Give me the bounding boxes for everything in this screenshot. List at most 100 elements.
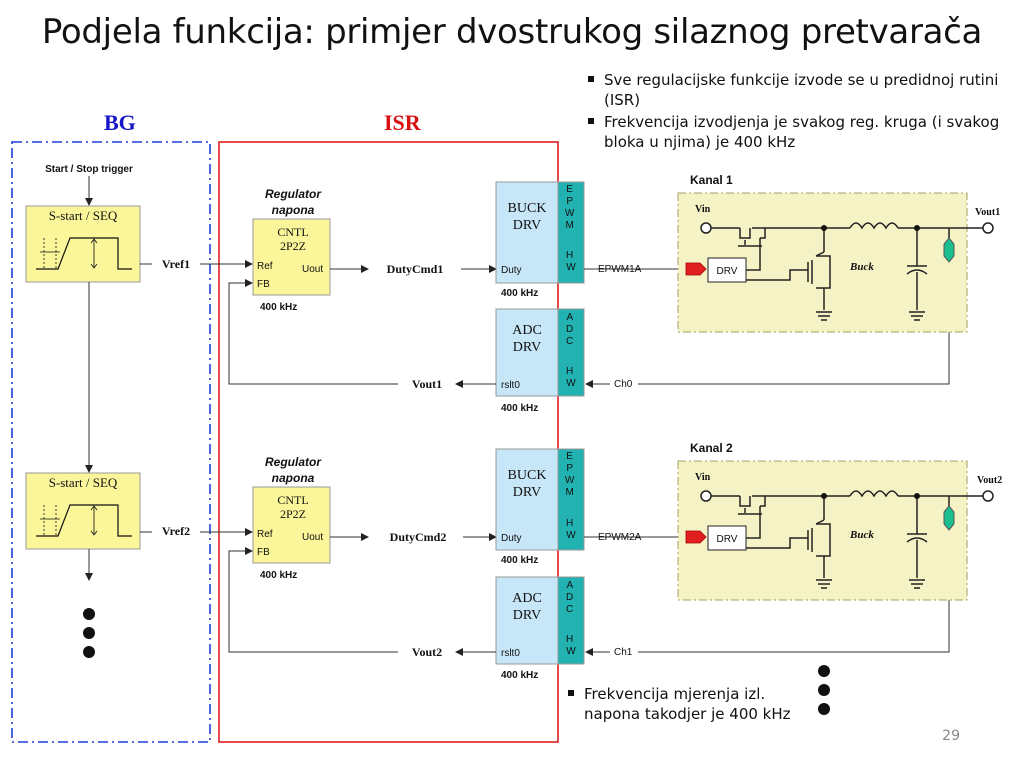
buck-drv-label-1: BUCK — [508, 468, 547, 483]
vin-label: Vin — [695, 472, 711, 483]
page-number: 29 — [942, 728, 960, 744]
isr-region-border — [218, 141, 559, 743]
adc-freq-label: 400 kHz — [501, 403, 538, 414]
bullet-measurement: Frekvencija mjerenja izl. napona takodje… — [566, 684, 798, 724]
bottom-bullet-list: Frekvencija mjerenja izl. napona takodje… — [566, 684, 798, 724]
cntl-freq-label: 400 kHz — [260, 570, 297, 581]
adc-drv-block — [495, 576, 559, 665]
sstart-label: S-start / SEQ — [49, 208, 118, 223]
vout-node-label: Vout2 — [977, 475, 1002, 486]
junction-dot — [914, 493, 920, 499]
drv-box — [707, 525, 747, 551]
bg-section-label: BG — [104, 110, 136, 135]
ch-label: Ch1 — [614, 647, 633, 658]
epwm-signal-label: EPWM1A — [598, 264, 642, 275]
ch-label-bg — [610, 377, 638, 390]
channel-2: S-start / SEQ Vref2 Regulator napona CNT… — [25, 441, 1002, 681]
junction-dot — [914, 225, 920, 231]
regulator-title-2: napona — [272, 203, 315, 217]
vref-label: Vref1 — [162, 257, 190, 271]
regulator-title-1: Regulator — [265, 187, 322, 201]
cntl-label-2: 2P2Z — [280, 239, 306, 253]
buck-freq-label: 400 kHz — [501, 288, 538, 299]
adc-drv-block — [495, 308, 559, 397]
buck-freq-label: 400 kHz — [501, 555, 538, 566]
ellipsis-dots-left — [83, 608, 95, 658]
adc-hw-letters: A D C H W — [566, 580, 576, 657]
uout-port-label: Uout — [302, 532, 323, 543]
junction-dot — [821, 493, 827, 499]
adc-hw-block — [557, 576, 585, 665]
cntl-label-1: CNTL — [277, 493, 308, 507]
pwm-input-arrow-icon — [685, 262, 707, 276]
vout-feedback-label: Vout1 — [412, 377, 442, 391]
duty-port-label: Duty — [501, 265, 522, 276]
voltage-sensor-icon — [943, 505, 955, 531]
regulator-title-1: Regulator — [265, 455, 322, 469]
adc-drv-label-2: DRV — [513, 608, 541, 623]
vout-node-label: Vout1 — [975, 207, 1000, 218]
duty-port-label: Duty — [501, 533, 522, 544]
bullet-frequency: Frekvencija izvodjenja je svakog reg. kr… — [586, 112, 1006, 152]
ramp-waveform-icon — [36, 237, 132, 270]
adc-hw-letters: A D C H W — [566, 312, 576, 389]
buck-drv-label-1: BUCK — [508, 201, 547, 216]
voltage-sensor-icon — [943, 237, 955, 263]
adc-drv-label-1: ADC — [512, 591, 542, 606]
dutycmd-label: DutyCmd1 — [387, 262, 444, 276]
kanal-label: Kanal 2 — [690, 441, 733, 455]
bg-region-border — [11, 141, 211, 743]
regulator-title-2: napona — [272, 471, 315, 485]
epwm-hw-block — [557, 181, 585, 284]
ch-label-bg — [610, 645, 638, 658]
rslt-port-label: rslt0 — [501, 648, 520, 659]
feedback-line — [228, 279, 398, 385]
buck-label: Buck — [849, 261, 874, 273]
buck-label: Buck — [849, 529, 874, 541]
isr-section-label: ISR — [384, 110, 421, 135]
buck-drv-block — [495, 448, 559, 551]
cntl-label-2: 2P2Z — [280, 507, 306, 521]
vref-label-bg — [152, 255, 200, 271]
fb-port-label: FB — [257, 547, 270, 558]
adc-hw-block — [557, 308, 585, 397]
adc-drv-label-2: DRV — [513, 340, 541, 355]
ref-port-label: Ref — [257, 261, 273, 272]
start-stop-trigger-label: Start / Stop trigger — [45, 164, 133, 175]
vin-label: Vin — [695, 204, 711, 215]
adc-drv-label-1: ADC — [512, 323, 542, 338]
buck-drv-label-2: DRV — [513, 485, 541, 500]
drv-box — [707, 257, 747, 283]
ramp-waveform-icon — [36, 504, 132, 537]
cntl-block — [252, 218, 331, 296]
vref-label-bg — [152, 523, 200, 539]
vref-label: Vref2 — [162, 524, 190, 538]
epwm-hw-letters: E P W M H W — [565, 451, 577, 541]
rslt-port-label: rslt0 — [501, 380, 520, 391]
kanal-label: Kanal 1 — [690, 173, 733, 187]
feedback-line — [228, 547, 398, 653]
channel-1: S-start / SEQ Vref1 Regulator napona CNT… — [25, 173, 1000, 414]
pwm-input-arrow-icon — [685, 530, 707, 544]
drv-box-label: DRV — [717, 266, 738, 277]
epwm-signal-label: EPWM2A — [598, 532, 642, 543]
ch-label: Ch0 — [614, 379, 633, 390]
bullet-isr: Sve regulacijske funkcije izvode se u pr… — [586, 70, 1006, 110]
buck-drv-block — [495, 181, 559, 284]
vout-feedback-label: Vout2 — [412, 645, 442, 659]
buck-drv-label-2: DRV — [513, 218, 541, 233]
ref-port-label: Ref — [257, 529, 273, 540]
cntl-block — [252, 486, 331, 564]
drv-box-label: DRV — [717, 534, 738, 545]
cntl-label-1: CNTL — [277, 225, 308, 239]
adc-freq-label: 400 kHz — [501, 670, 538, 681]
buck-circuit-schematic — [700, 222, 994, 321]
fb-port-label: FB — [257, 279, 270, 290]
ellipsis-dots-right — [818, 665, 830, 715]
buck-circuit-schematic — [700, 490, 994, 589]
sstart-label: S-start / SEQ — [49, 475, 118, 490]
epwm-hw-block — [557, 448, 585, 551]
uout-port-label: Uout — [302, 264, 323, 275]
dutycmd-label: DutyCmd2 — [390, 530, 447, 544]
